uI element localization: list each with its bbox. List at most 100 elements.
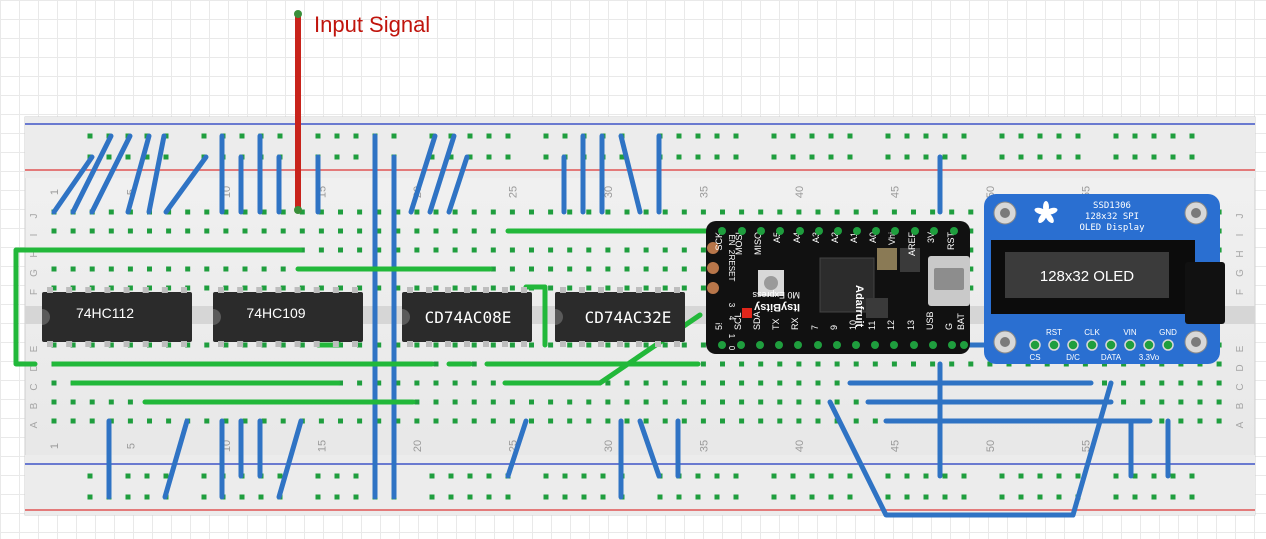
hole (414, 285, 420, 291)
mcu-pin (814, 341, 822, 349)
hole (433, 418, 439, 424)
hole (242, 209, 248, 215)
row-letter-right: F (1235, 289, 1246, 295)
hole (452, 418, 458, 424)
chip-pin (598, 287, 604, 293)
mcu-pin-label: RX (790, 317, 800, 330)
hole (1159, 380, 1165, 386)
hole (624, 285, 630, 291)
mcu-pin (775, 341, 783, 349)
hole (338, 285, 343, 291)
hole (1170, 473, 1176, 479)
mcu-brand: Adafruit (853, 285, 865, 328)
hole (147, 228, 152, 234)
hole (376, 247, 382, 253)
hole (847, 154, 853, 160)
wire-blue (427, 133, 457, 215)
hole (567, 285, 573, 291)
mcu-pin-label: BAT (956, 313, 966, 330)
hole (108, 266, 114, 272)
hole (452, 285, 458, 291)
chip-cd74ac08e: CD74AC08E (402, 292, 532, 342)
mcu-pin-label: A5 (772, 232, 782, 243)
hole (509, 418, 515, 424)
hole (695, 133, 701, 139)
hole (280, 418, 286, 424)
hole (334, 133, 340, 139)
hole (127, 266, 133, 272)
hole (509, 209, 515, 215)
mcu-pin-label: A2 (830, 232, 840, 243)
hole (942, 494, 948, 500)
hole (490, 209, 496, 215)
hole (334, 473, 340, 479)
hole (999, 154, 1005, 160)
hole (720, 399, 725, 405)
oled-pin-label: RST (1046, 328, 1062, 337)
hole (509, 342, 515, 348)
chip-pin (352, 287, 358, 293)
hole (904, 494, 910, 500)
hole (790, 133, 796, 139)
hole (353, 154, 359, 160)
hole (548, 266, 554, 272)
hole (89, 266, 95, 272)
mcu-pin (718, 227, 726, 235)
hole (1170, 133, 1176, 139)
hole (185, 228, 191, 234)
hole (643, 380, 649, 386)
hole (581, 494, 587, 500)
chip-pin (636, 341, 642, 347)
hole (467, 133, 473, 139)
mcu-side-pin-label: 0 (727, 346, 736, 351)
wire-blue (637, 418, 662, 479)
hole (1102, 380, 1107, 386)
hole (1178, 418, 1184, 424)
column-number-bottom: 45 (889, 440, 901, 452)
hole (414, 380, 420, 386)
hole (490, 285, 496, 291)
hole (280, 285, 286, 291)
hole (1113, 133, 1119, 139)
chip-pin (123, 341, 130, 347)
chip-pin (352, 341, 358, 347)
hole (299, 285, 305, 291)
hole (700, 418, 706, 424)
hole (1216, 418, 1222, 424)
hole (452, 228, 458, 234)
mcu-pin (718, 341, 726, 349)
hole (847, 494, 853, 500)
hole (127, 418, 133, 424)
chip-pin (560, 341, 566, 347)
hole (280, 266, 286, 272)
hole (809, 494, 815, 500)
hole (334, 494, 340, 500)
hole (51, 228, 57, 234)
mcu-pin-label: SCL (733, 312, 743, 330)
hole (828, 133, 834, 139)
hole (338, 209, 343, 215)
hole (904, 473, 910, 479)
hole (771, 154, 777, 160)
oled-pin-label: VIN (1123, 328, 1137, 337)
row-letter-right: E (1235, 345, 1246, 352)
hole (1037, 473, 1043, 479)
hole (261, 266, 267, 272)
oled-pin-label: DATA (1101, 353, 1122, 362)
hole (376, 342, 382, 348)
hole (1151, 133, 1157, 139)
mcu-chip (819, 257, 875, 313)
chip-pin (161, 287, 168, 293)
hole (429, 154, 435, 160)
hole (904, 154, 910, 160)
hole (51, 399, 57, 405)
hole (1189, 154, 1195, 160)
mcu-pin (890, 341, 898, 349)
hole (315, 133, 321, 139)
hole (605, 380, 611, 386)
hole (89, 399, 95, 405)
hole (529, 418, 534, 424)
hole (911, 209, 916, 215)
